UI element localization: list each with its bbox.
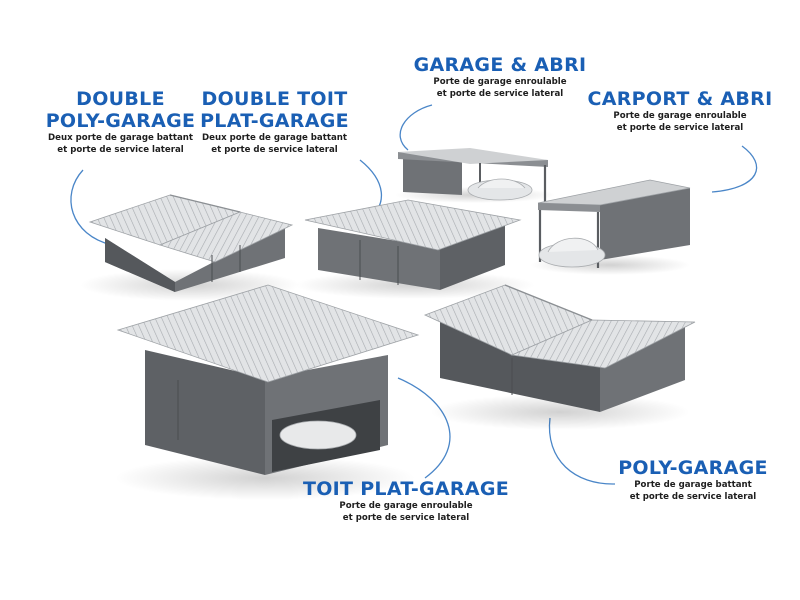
label-description: et porte de service lateral [211,145,338,155]
label-description: et porte de service lateral [436,89,564,99]
label-description: Deux porte de garage battant [202,133,347,143]
double-toit-plat-garage-illustration [295,199,535,299]
label-title: DOUBLE [76,88,165,110]
label-title: PLAT-GARAGE [200,110,349,132]
label-description: et porte de service lateral [342,513,470,523]
callout-line-double-poly-garage [70,169,113,246]
label-title: POLY-GARAGE [618,457,768,479]
carport-abri-illustration [530,179,691,275]
callout-lines [70,104,758,485]
label-title: CARPORT & ABRI [587,88,773,110]
callout-line-poly-garage [548,417,616,485]
label-description: Porte de garage battant [634,480,752,490]
label-description: et porte de service lateral [57,145,184,155]
callout-line-carport-abri [711,145,758,193]
garage-abri-illustration [395,148,555,205]
toit-plat-garage-illustration [115,284,420,500]
label-description: Porte de garage enroulable [613,111,747,121]
label-toit-plat-garage: TOIT PLAT-GARAGE Porte de garage enroula… [300,478,512,524]
callout-line-toit-plat-garage [397,377,451,479]
label-title: POLY-GARAGE [45,110,196,132]
label-garage-abri: GARAGE & ABRI Porte de garage enroulable… [400,54,600,100]
label-title: GARAGE & ABRI [413,54,587,76]
label-double-poly-garage: DOUBLE POLY-GARAGE Deux porte de garage … [18,88,223,156]
label-carport-abri: CARPORT & ABRI Porte de garage enroulabl… [580,88,780,134]
callout-line-garage-abri [399,104,433,151]
label-poly-garage: POLY-GARAGE Porte de garage battant et p… [598,457,788,503]
label-description: Deux porte de garage battant [48,133,193,143]
label-description: Porte de garage enroulable [339,501,473,511]
label-description: et porte de service lateral [629,492,757,502]
label-title: DOUBLE TOIT [201,88,348,110]
label-description: et porte de service lateral [616,123,744,133]
label-description: Porte de garage enroulable [433,77,567,87]
double-poly-garage-illustration [80,194,300,301]
poly-garage-illustration [423,284,696,430]
label-title: TOIT PLAT-GARAGE [302,478,510,500]
label-double-toit-plat-garage: DOUBLE TOIT PLAT-GARAGE Deux porte de ga… [172,88,377,156]
